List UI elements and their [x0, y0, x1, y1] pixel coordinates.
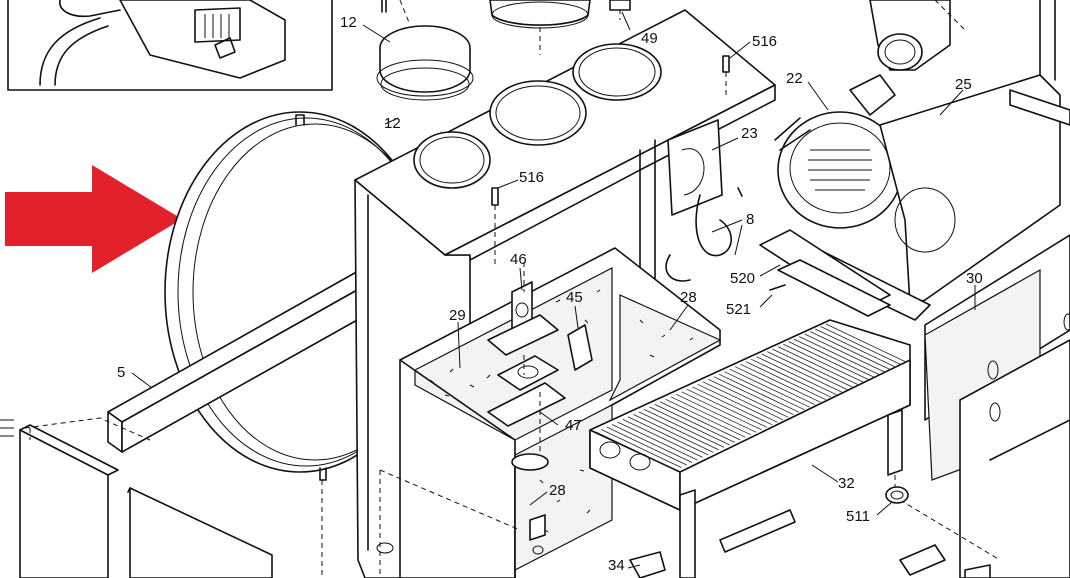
callout-30: 30 — [966, 270, 983, 287]
callout-32: 32 — [838, 475, 855, 492]
burner-components — [487, 262, 593, 455]
heat-exchanger-fin — [820, 326, 901, 365]
callout-47: 47 — [565, 417, 582, 434]
red-arrow-icon — [5, 165, 182, 273]
side-panel-left — [0, 417, 273, 578]
heat-exchanger — [589, 319, 911, 578]
heat-exchanger-fin — [595, 431, 677, 471]
callout-29: 29 — [449, 307, 466, 324]
callout-34: 34 — [608, 557, 625, 574]
callout-511: 511 — [846, 508, 870, 525]
heat-exchanger-fin — [783, 343, 864, 383]
heat-exchanger-fin — [676, 393, 757, 433]
heat-exchanger-fin — [649, 406, 730, 446]
heat-exchanger-fin — [724, 371, 805, 411]
heat-exchanger-fin — [750, 358, 832, 398]
heat-exchanger-fin — [804, 333, 885, 373]
callout-8: 8 — [746, 211, 754, 228]
callout-leaders — [131, 11, 976, 569]
fan-assembly — [774, 74, 903, 229]
heat-exchanger-fin — [627, 416, 709, 456]
heat-exchanger-fin — [692, 386, 773, 426]
heat-exchanger-fin — [777, 346, 859, 385]
heat-exchanger-fin — [622, 419, 703, 458]
heat-exchanger-fin — [665, 398, 746, 438]
heat-exchanger-fin — [767, 351, 848, 390]
callout-12-lower: 12 — [384, 115, 401, 132]
heat-exchanger-fin — [799, 336, 880, 375]
heat-exchanger-fin — [825, 323, 907, 363]
heat-exchanger-fin — [729, 368, 810, 408]
callout-12-top: 12 — [340, 14, 357, 31]
pressure-switch — [665, 119, 743, 282]
washer-511 — [885, 486, 909, 504]
heat-exchanger-fin — [713, 376, 794, 416]
heat-exchanger-fin — [708, 378, 789, 418]
inset-detail-box — [7, 0, 333, 91]
callout-23: 23 — [741, 125, 758, 142]
callout-5: 5 — [117, 364, 125, 381]
heat-exchanger-fin — [809, 331, 891, 370]
heat-exchanger-fin — [633, 414, 714, 453]
gasket-520 — [759, 229, 891, 317]
heat-exchanger-fin — [606, 426, 687, 466]
callout-28-lower: 28 — [549, 482, 566, 499]
heat-exchanger-fin — [686, 388, 768, 428]
heat-exchanger-fin — [670, 396, 752, 436]
heat-exchanger-fin — [756, 356, 837, 396]
callout-516-right: 516 — [752, 33, 777, 50]
callout-25: 25 — [955, 76, 972, 93]
heat-exchanger-fin — [740, 363, 821, 403]
callout-520: 520 — [730, 270, 755, 287]
heat-exchanger-fin — [815, 328, 896, 368]
heat-exchanger-fin — [772, 348, 853, 388]
heat-exchanger-fin — [643, 409, 725, 448]
heat-exchanger-fin — [681, 391, 762, 431]
heat-exchanger-fin — [601, 429, 682, 468]
heat-exchanger-fin — [718, 373, 800, 413]
heat-exchanger-fin — [660, 401, 741, 441]
flue-elbow — [869, 0, 1070, 126]
heat-exchanger-fin — [654, 404, 735, 443]
callout-45: 45 — [566, 289, 583, 306]
heat-exchanger-fin — [761, 353, 842, 393]
callout-49: 49 — [641, 30, 658, 47]
heat-exchanger-fin — [745, 361, 826, 401]
callout-46: 46 — [510, 251, 527, 268]
flue-seal-12 — [376, 0, 474, 101]
side-panel-right — [924, 234, 1070, 578]
callout-labels: 12 12 49 516 516 22 25 23 8 520 521 30 4… — [117, 14, 983, 574]
heat-exchanger-fin — [793, 338, 875, 378]
heat-exchanger-fin — [697, 383, 778, 423]
heat-exchanger-fin — [734, 366, 816, 406]
callout-28-upper: 28 — [680, 289, 697, 306]
heat-exchanger-fin — [788, 341, 869, 380]
callout-516-left: 516 — [519, 169, 544, 186]
top-flue-spigots — [489, 0, 631, 29]
callout-521: 521 — [726, 301, 751, 318]
bottom-fittings — [529, 509, 991, 578]
heat-exchanger-fin — [702, 381, 784, 421]
heat-exchanger-fin — [611, 424, 693, 463]
heat-exchanger-fin — [617, 421, 698, 461]
heat-exchanger-fin — [638, 411, 719, 451]
callout-22: 22 — [786, 70, 803, 87]
